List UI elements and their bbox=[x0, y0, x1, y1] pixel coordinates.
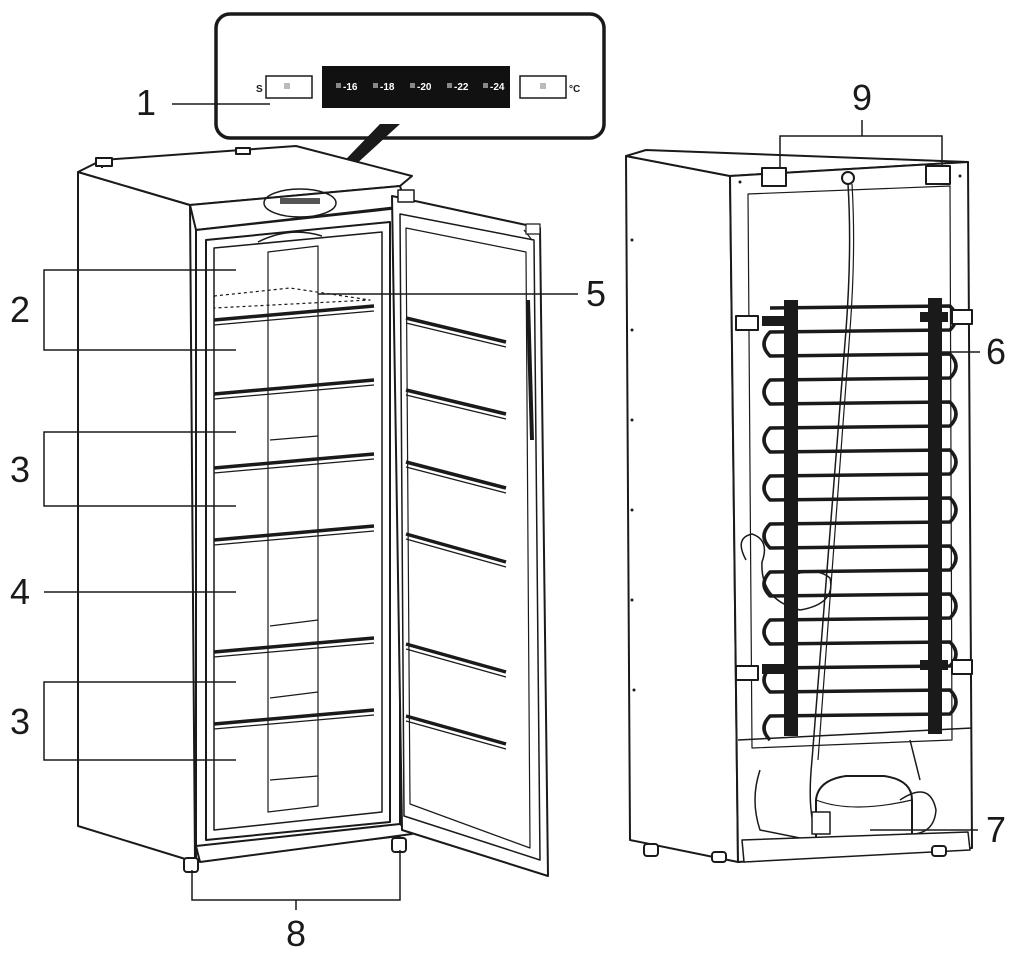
cabinet-left-side bbox=[77, 171, 196, 863]
door-racks bbox=[405, 316, 507, 746]
interior-rear-channel bbox=[267, 245, 319, 813]
rear-foot bbox=[931, 845, 947, 857]
drawer-fronts bbox=[213, 304, 375, 726]
interior-back bbox=[213, 231, 383, 831]
temp-readout: -24 bbox=[490, 82, 505, 93]
callout-number-2: 2 bbox=[10, 289, 30, 330]
bracket-3-upper bbox=[43, 431, 236, 507]
drawer-inner-edges bbox=[213, 310, 375, 781]
condenser-rail bbox=[784, 300, 798, 736]
rear-foot bbox=[643, 843, 659, 857]
temp-readout: -16 bbox=[343, 82, 358, 93]
temperature-display bbox=[322, 66, 510, 108]
callout-number-5: 5 bbox=[586, 273, 606, 314]
rear-foot bbox=[711, 851, 727, 863]
temp-readout: -20 bbox=[417, 82, 432, 93]
temp-readout: -18 bbox=[380, 82, 395, 93]
callout-number-8: 8 bbox=[286, 913, 306, 954]
callout-number-4: 4 bbox=[10, 571, 30, 612]
rear-side-panel bbox=[625, 155, 739, 863]
control-panel-celsius-label: °C bbox=[569, 84, 580, 95]
wall-spacer bbox=[761, 167, 787, 187]
temp-readout: -22 bbox=[454, 82, 469, 93]
condenser-rail bbox=[928, 298, 942, 734]
door-hinge bbox=[397, 189, 415, 203]
callout-number-1: 1 bbox=[136, 82, 156, 123]
s-button-led bbox=[284, 83, 290, 89]
freezer-front-view bbox=[77, 145, 549, 877]
door-gasket bbox=[399, 213, 541, 861]
callout-number-3-upper: 3 bbox=[10, 449, 30, 490]
temperature-readouts: -16 -18 -20 -22 -24 bbox=[336, 82, 505, 93]
control-panel-s-label: S bbox=[256, 84, 263, 95]
callout-number-9: 9 bbox=[852, 77, 872, 118]
leader-lines bbox=[43, 103, 980, 910]
bracket-2 bbox=[43, 269, 236, 351]
adjustable-foot bbox=[391, 837, 407, 853]
callout-number-7: 7 bbox=[986, 809, 1006, 850]
door-outer bbox=[391, 195, 549, 877]
adjustable-foot bbox=[183, 857, 199, 873]
bracket-9 bbox=[779, 135, 943, 168]
condenser-tube bbox=[762, 304, 958, 742]
wall-spacer bbox=[925, 165, 951, 185]
glass-shelf bbox=[213, 287, 371, 309]
callout-numbers: 1 2 3 4 3 5 6 7 8 9 bbox=[10, 77, 1006, 954]
bracket-3-lower bbox=[43, 681, 236, 761]
celsius-button-led bbox=[540, 83, 546, 89]
callout-number-6: 6 bbox=[986, 331, 1006, 372]
control-panel-oval bbox=[263, 188, 337, 218]
freezer-rear-view bbox=[625, 149, 973, 863]
callout-number-3-lower: 3 bbox=[10, 701, 30, 742]
door-handle bbox=[526, 299, 534, 441]
door-inner-panel bbox=[405, 227, 531, 849]
